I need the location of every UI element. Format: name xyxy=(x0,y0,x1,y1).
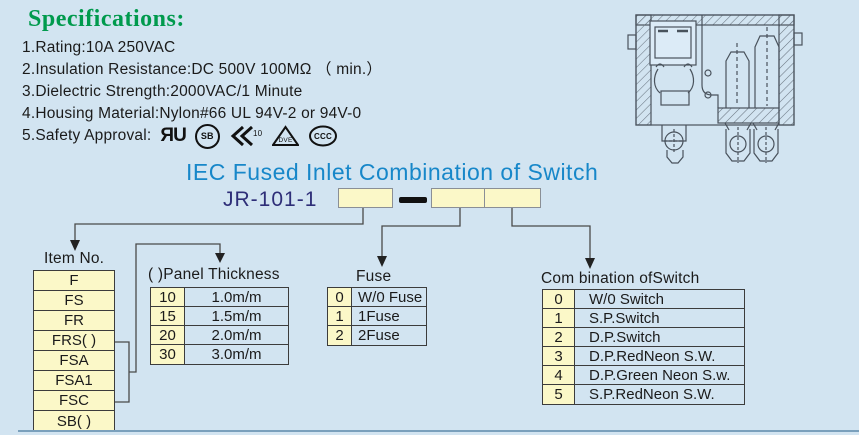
table-row: 2 2Fuse xyxy=(328,326,426,345)
code-cell: 0 xyxy=(328,288,352,306)
table-row: FS xyxy=(34,291,114,311)
table-row: 1 S.P.Switch xyxy=(543,309,744,328)
table-row: 2 D.P.Switch xyxy=(543,328,744,347)
value-cell: W/0 Fuse xyxy=(358,288,423,306)
table-row: 10 1.0m/m xyxy=(151,288,288,307)
item-no-header: Item No. xyxy=(44,250,105,267)
table-row: FRS( ) xyxy=(34,331,114,351)
product-cross-section-drawing xyxy=(627,14,803,164)
code-cell: 1 xyxy=(328,307,352,325)
panel-thickness-table: 10 1.0m/m 15 1.5m/m 20 2.0m/m 30 3.0m/m xyxy=(150,287,289,365)
value-cell: S.P.RedNeon S.W. xyxy=(589,386,715,403)
code-cell: 5 xyxy=(543,385,575,404)
table-row: FSC xyxy=(34,391,114,411)
vde-mark-icon: DVE xyxy=(271,125,299,147)
svg-text:DVE: DVE xyxy=(278,137,292,144)
table-row: SB( ) xyxy=(34,411,114,431)
table-row: FR xyxy=(34,311,114,331)
code-cell: 30 xyxy=(151,345,185,364)
code-cell: 4 xyxy=(543,366,575,384)
value-cell: 2.0m/m xyxy=(211,326,262,344)
spec-item-housing: 4.Housing Material:Nylon#66 UL 94V-2 or … xyxy=(22,105,362,122)
bottom-divider-rule xyxy=(18,430,859,432)
page-title: IEC Fused Inlet Combination of Switch xyxy=(186,159,599,185)
code-cell: 20 xyxy=(151,326,185,344)
table-row: 5 S.P.RedNeon S.W. xyxy=(543,385,744,404)
fuse-header: Fuse xyxy=(356,268,392,285)
svg-text:10: 10 xyxy=(253,129,263,138)
table-row: 30 3.0m/m xyxy=(151,345,288,364)
item-code-box xyxy=(338,188,393,208)
combination-table: 0 W/0 Switch 1 S.P.Switch 2 D.P.Switch 3… xyxy=(542,289,745,405)
code-cell: 2 xyxy=(328,326,352,345)
value-cell: D.P.Switch xyxy=(589,328,661,346)
table-row: 4 D.P.Green Neon S.w. xyxy=(543,366,744,385)
spec-item-rating: 1.Rating:10A 250VAC xyxy=(22,39,176,56)
value-cell: D.P.RedNeon S.W. xyxy=(589,347,716,365)
svg-text:CCC: CCC xyxy=(314,132,332,141)
part-number-prefix: JR-101-1 xyxy=(223,188,318,211)
value-cell: D.P.Green Neon S.w. xyxy=(589,366,731,384)
table-row: 0 W/0 Fuse xyxy=(328,288,426,307)
value-cell: 3.0m/m xyxy=(211,346,262,363)
value-cell: 1.5m/m xyxy=(211,307,262,325)
code-cell: 15 xyxy=(151,307,185,325)
ccc-mark-icon: CCC xyxy=(308,125,338,147)
combination-header: Com bination ofSwitch xyxy=(541,270,700,287)
safety-approval-label: 5.Safety Approval: xyxy=(22,127,152,144)
ul-recognized-icon: ЯU xyxy=(160,125,186,146)
fuse-switch-code-box xyxy=(431,188,541,208)
s-safety-mark-icon: SB xyxy=(194,123,220,149)
spec-item-dielectric: 3.Dielectric Strength:2000VAC/1 Minute xyxy=(22,83,303,100)
table-row: 15 1.5m/m xyxy=(151,307,288,326)
value-cell: 2Fuse xyxy=(358,327,400,344)
specifications-heading: Specifications: xyxy=(28,6,185,32)
table-row: F xyxy=(34,271,114,291)
table-row: FSA xyxy=(34,351,114,371)
value-cell: 1Fuse xyxy=(358,307,400,325)
ek-mark-icon: 10 xyxy=(229,125,263,147)
fuse-table: 0 W/0 Fuse 1 1Fuse 2 2Fuse xyxy=(327,287,427,346)
item-no-table: F FS FR FRS( ) FSA FSA1 FSC SB( ) xyxy=(33,270,115,432)
table-row: FSA1 xyxy=(34,371,114,391)
code-box-divider xyxy=(484,189,485,207)
code-cell: 10 xyxy=(151,288,185,306)
value-cell: S.P.Switch xyxy=(589,309,660,327)
code-cell: 2 xyxy=(543,328,575,346)
table-row: 3 D.P.RedNeon S.W. xyxy=(543,347,744,366)
panel-thickness-header: ( )Panel Thickness xyxy=(148,266,280,283)
code-dash-separator xyxy=(399,197,427,203)
table-row: 0 W/0 Switch xyxy=(543,290,744,309)
specifications-list: 1.Rating:10A 250VAC 2.Insulation Resista… xyxy=(22,37,383,149)
code-cell: 3 xyxy=(543,347,575,365)
code-cell: 1 xyxy=(543,309,575,327)
table-row: 1 1Fuse xyxy=(328,307,426,326)
value-cell: W/0 Switch xyxy=(589,290,665,308)
table-row: 20 2.0m/m xyxy=(151,326,288,345)
spec-item-insulation: 2.Insulation Resistance:DC 500V 100MΩ （ … xyxy=(22,61,383,78)
value-cell: 1.0m/m xyxy=(211,288,262,306)
code-cell: 0 xyxy=(543,290,575,308)
spec-item-safety-approval: 5.Safety Approval: ЯU SB 10 DVE xyxy=(22,123,382,149)
